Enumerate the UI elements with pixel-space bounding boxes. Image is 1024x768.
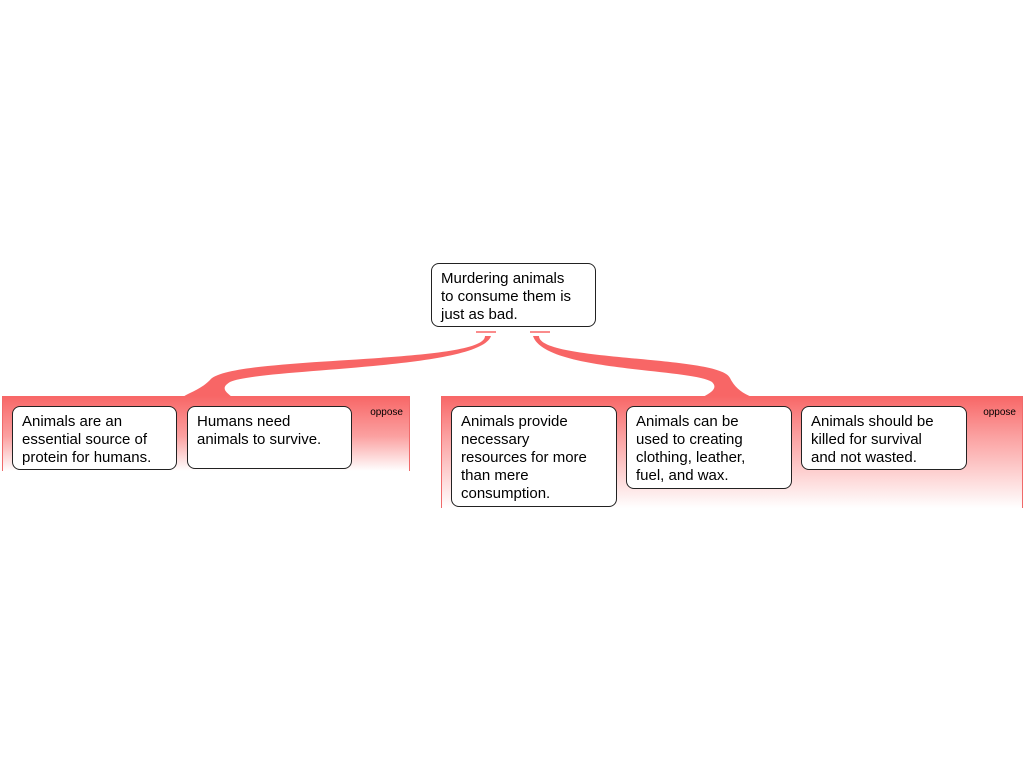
connector-left	[183, 336, 491, 397]
group-type-label: oppose	[370, 407, 403, 418]
reason-box[interactable]: Humans need animals to survive.	[187, 406, 352, 469]
reason-box[interactable]: Animals are an essential source of prote…	[12, 406, 177, 470]
connector-right	[533, 336, 752, 397]
root-claim[interactable]: Murdering animals to consume them is jus…	[431, 263, 596, 327]
reason-box[interactable]: Animals can be used to creating clothing…	[626, 406, 792, 489]
group-type-label: oppose	[983, 407, 1016, 418]
reason-box[interactable]: Animals should be killed for survival an…	[801, 406, 967, 470]
reason-box[interactable]: Animals provide necessary resources for …	[451, 406, 617, 507]
